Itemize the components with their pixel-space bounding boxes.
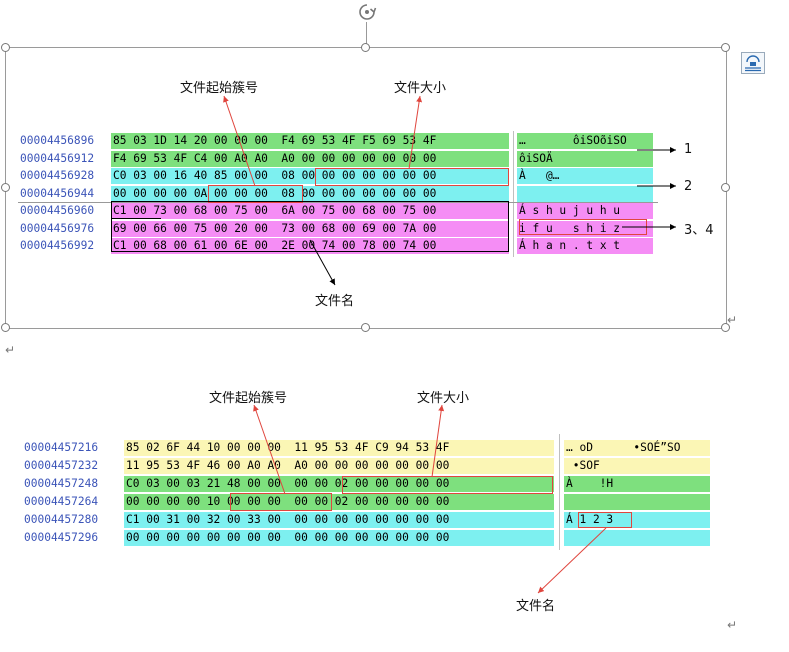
filename-box-top-notch bbox=[111, 201, 161, 219]
arrow-file-name-bottom bbox=[537, 527, 607, 594]
offset-address: 00004456992 bbox=[20, 239, 95, 252]
ascii-row[interactable]: ôiSOÄ bbox=[517, 150, 653, 167]
column-separator bbox=[513, 131, 514, 257]
label-start-cluster-top: 文件起始簇号 bbox=[180, 81, 259, 96]
ascii-row[interactable]: … oD •SOÉ”SO bbox=[564, 440, 710, 456]
filename-box-top bbox=[111, 201, 509, 252]
hex-bytes-row[interactable]: 85 03 1D 14 20 00 00 00 F4 69 53 4F F5 6… bbox=[111, 133, 509, 149]
resize-handle-bottom[interactable] bbox=[361, 323, 370, 332]
arrow-start-cluster-bottom bbox=[253, 404, 286, 495]
ascii-row[interactable]: À !H bbox=[564, 476, 710, 492]
ascii-row[interactable]: Á 1 2 3 bbox=[564, 512, 710, 528]
resize-handle-top-right[interactable] bbox=[721, 43, 730, 52]
row-divider bbox=[18, 202, 658, 203]
return-mark-icon: ↵ bbox=[727, 313, 738, 327]
start-cluster-box-top bbox=[208, 185, 303, 203]
hex-bytes-row[interactable]: 11 95 53 4F 46 00 A0 A0 A0 00 00 00 00 0… bbox=[124, 458, 554, 474]
ascii-name-box-bottom bbox=[578, 512, 632, 528]
return-mark-icon: ↵ bbox=[727, 618, 738, 632]
offset-address: 00004456912 bbox=[20, 151, 95, 165]
ascii-row[interactable] bbox=[564, 530, 710, 546]
label-file-size-bottom: 文件大小 bbox=[417, 391, 470, 406]
arrow-file-name-top bbox=[309, 239, 336, 286]
rotate-connector bbox=[366, 22, 367, 44]
hex-bytes-row[interactable]: 00 00 00 00 0A 00 00 00 08 00 00 00 00 0… bbox=[111, 185, 509, 202]
resize-handle-left[interactable] bbox=[1, 183, 10, 192]
hex-bytes-row[interactable]: 69 00 66 00 75 00 20 00 73 00 68 00 69 0… bbox=[111, 220, 509, 237]
label-start-cluster-bottom: 文件起始簇号 bbox=[209, 391, 288, 406]
resize-handle-top-left[interactable] bbox=[1, 43, 10, 52]
hex-bytes-row[interactable]: 85 02 6F 44 10 00 00 00 11 95 53 4F C9 9… bbox=[124, 440, 554, 456]
hex-bytes-row[interactable]: C0 03 00 16 40 85 00 00 08 00 00 00 00 0… bbox=[111, 168, 509, 184]
offset-address: 00004456944 bbox=[20, 186, 95, 200]
hex-bytes-row[interactable]: 00 00 00 00 00 00 00 00 00 00 00 00 00 0… bbox=[124, 530, 554, 546]
rotate-icon[interactable] bbox=[357, 2, 377, 22]
hex-bytes-row[interactable]: C1 00 73 00 68 00 75 00 6A 00 75 00 68 0… bbox=[111, 203, 509, 219]
offset-address: 00004457296 bbox=[24, 531, 99, 544]
hex-bytes-row[interactable]: 00 00 00 00 10 00 00 00 00 00 02 00 00 0… bbox=[124, 494, 554, 510]
offset-address: 00004457248 bbox=[24, 477, 99, 490]
column-separator bbox=[559, 434, 560, 550]
offset-address: 00004457280 bbox=[24, 513, 99, 526]
label-file-size-top: 文件大小 bbox=[394, 81, 447, 96]
label-entry-3-4: 3、4 bbox=[684, 223, 714, 238]
arrow-file-size-top bbox=[408, 95, 423, 170]
resize-handle-right[interactable] bbox=[721, 183, 730, 192]
ascii-row[interactable]: À @… bbox=[517, 168, 653, 184]
offset-address: 00004456960 bbox=[20, 204, 95, 217]
arrow-file-size-bottom bbox=[431, 404, 445, 478]
offset-address: 00004457264 bbox=[24, 495, 99, 508]
arrow-start-cluster-top bbox=[223, 95, 256, 187]
return-mark-icon: ↵ bbox=[5, 343, 16, 357]
resize-handle-top[interactable] bbox=[361, 43, 370, 52]
ascii-row[interactable]: Á s h u j u h u bbox=[517, 203, 653, 219]
label-entry-1: 1 bbox=[684, 142, 693, 157]
hex-bytes-row[interactable]: C0 03 00 03 21 48 00 00 00 00 02 00 00 0… bbox=[124, 476, 554, 492]
ascii-row[interactable]: Á h a n . t x t bbox=[517, 238, 653, 254]
layout-options-icon[interactable] bbox=[741, 52, 765, 74]
ascii-row[interactable] bbox=[564, 494, 710, 510]
ascii-row[interactable]: … ôiSOõiSO bbox=[517, 133, 653, 149]
label-entry-2: 2 bbox=[684, 179, 693, 194]
offset-address: 00004457232 bbox=[24, 459, 99, 472]
ascii-row[interactable]: •SOF bbox=[564, 458, 710, 474]
start-cluster-box-bottom bbox=[230, 493, 332, 511]
ascii-row[interactable]: i f u s h i z bbox=[517, 220, 653, 237]
file-size-box-top bbox=[315, 168, 509, 186]
file-size-box-bottom bbox=[342, 476, 553, 494]
offset-address: 00004456928 bbox=[20, 169, 95, 182]
offset-address: 00004456976 bbox=[20, 221, 95, 235]
label-file-name-bottom: 文件名 bbox=[516, 599, 556, 614]
label-file-name-top: 文件名 bbox=[315, 294, 355, 309]
ascii-row[interactable] bbox=[517, 185, 653, 202]
offset-address: 00004457216 bbox=[24, 441, 99, 454]
offset-address: 00004456896 bbox=[20, 134, 95, 147]
resize-handle-bottom-right[interactable] bbox=[721, 323, 730, 332]
hex-bytes-row[interactable]: C1 00 31 00 32 00 33 00 00 00 00 00 00 0… bbox=[124, 512, 554, 528]
resize-handle-bottom-left[interactable] bbox=[1, 323, 10, 332]
